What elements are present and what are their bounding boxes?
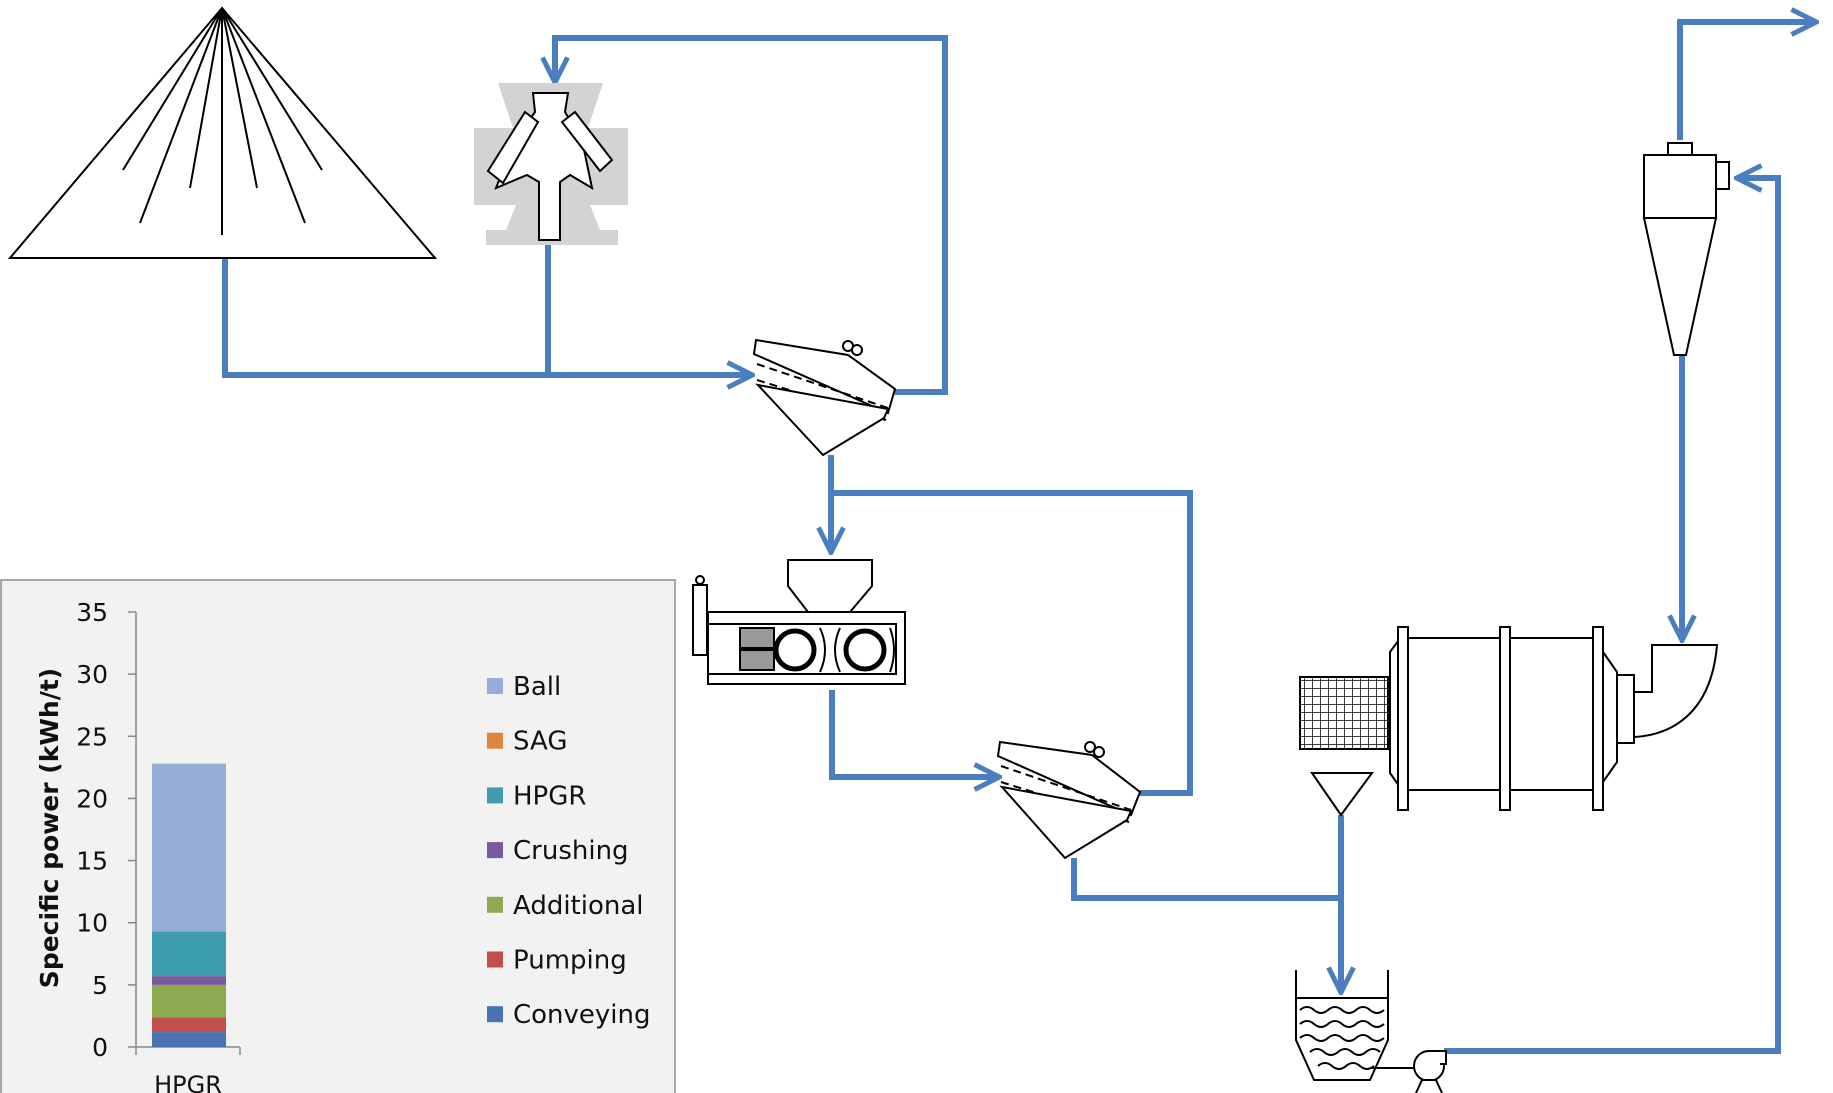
ball-mill-icon	[1299, 626, 1719, 817]
legend-label: SAG	[513, 727, 567, 757]
bar-segment-ball	[152, 763, 226, 932]
flow-screen-oversize-recycle	[555, 35, 948, 395]
sump-icon	[1295, 970, 1389, 1081]
flow-screen2-undersize	[1071, 858, 1341, 901]
flow-lines	[222, 22, 1814, 1054]
legend-swatch	[487, 732, 503, 749]
hpgr-icon	[692, 559, 906, 685]
bar-segment-crushing	[152, 976, 226, 985]
x-tick-label: HPGR	[154, 1071, 222, 1093]
legend-swatch	[487, 787, 503, 804]
y-tick-label: 25	[76, 722, 108, 751]
bar-segment-conveying	[152, 1032, 226, 1047]
y-tick-label: 35	[76, 598, 108, 627]
stockpile-icon	[7, 6, 438, 259]
bar-segment-pumping	[152, 1017, 226, 1033]
y-tick-label: 30	[76, 660, 108, 689]
vibrating-screen-icon	[752, 338, 897, 457]
flow-pump-to-cyclone	[1444, 178, 1781, 1054]
flow-hpgr-to-screen2	[829, 690, 997, 777]
chart-plot-area: 0 5 10 15 20 25 30 35	[76, 598, 241, 1062]
cone-crusher-icon	[474, 83, 628, 245]
legend-label: Pumping	[513, 946, 627, 976]
flow-stockpile-to-screen	[222, 258, 750, 375]
legend-label: HPGR	[513, 781, 586, 811]
legend-swatch	[487, 951, 503, 968]
flow-hpgr-recycle	[831, 490, 1193, 796]
bar-segment-additional	[152, 984, 226, 1018]
chart-background	[0, 579, 676, 1093]
y-axis-label: Specific power (kWh/t)	[35, 668, 64, 988]
bar-segment-hpgr	[152, 931, 226, 977]
legend-swatch	[487, 842, 503, 859]
legend-swatch	[487, 896, 503, 913]
chart-panel: 0 5 10 15 20 25 30 35 Specific power (kWh/t) HP…	[0, 579, 676, 1093]
legend-label: Ball	[513, 672, 561, 702]
legend-label: Conveying	[513, 1000, 651, 1030]
legend-label: Crushing	[513, 836, 629, 866]
y-tick-label: 10	[76, 909, 108, 938]
vibrating-screen-icon	[996, 740, 1142, 860]
cyclone-icon	[1642, 142, 1730, 356]
legend-label: Additional	[513, 891, 644, 921]
y-tick-label: 15	[76, 847, 108, 876]
legend-swatch	[487, 678, 503, 694]
slurry-pump-icon	[1370, 1050, 1447, 1093]
y-tick-label: 5	[92, 971, 108, 1000]
y-tick-label: 20	[76, 784, 108, 813]
flow-cyclone-overflow	[1677, 22, 1814, 140]
y-tick-label: 0	[92, 1033, 108, 1062]
legend-swatch	[487, 1006, 503, 1023]
